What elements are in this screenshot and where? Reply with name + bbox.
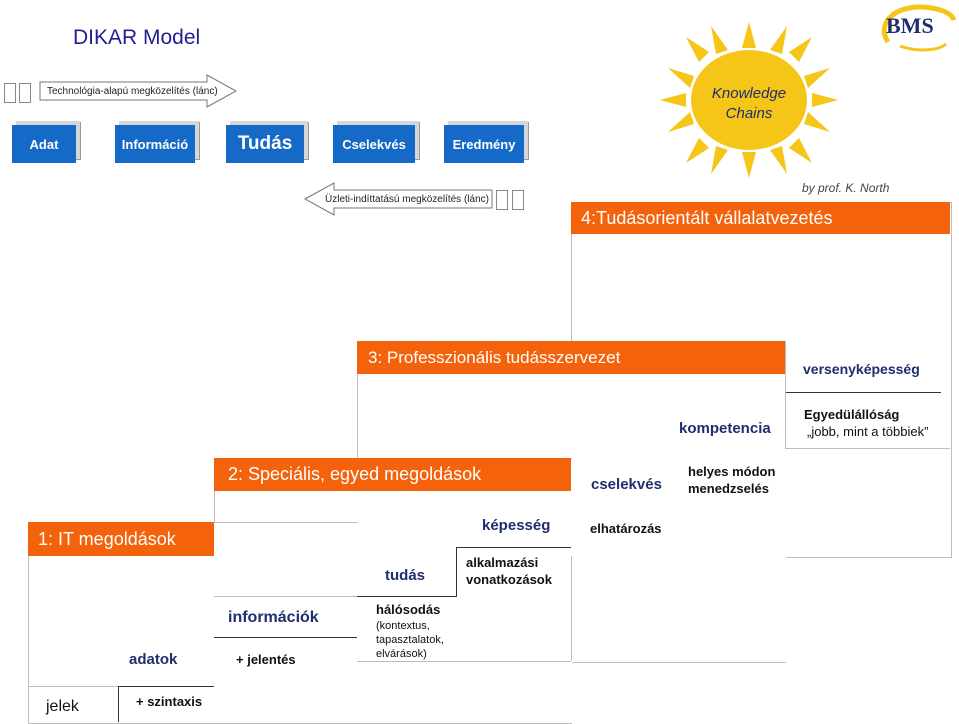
knowledge-label: tudás [385, 567, 426, 584]
divider [571, 556, 572, 661]
information-label: információk [228, 609, 319, 626]
chain-step-knowledge[interactable]: Tudás [226, 125, 304, 163]
text-line: alkalmazási [466, 555, 539, 570]
small-box-icon [512, 190, 524, 210]
better-than-others-label: „jobb, mint a többiek” [807, 424, 929, 439]
application-label: alkalmazási vonatkozások [466, 554, 552, 588]
chain-step-action[interactable]: Cselekvés [333, 125, 415, 163]
chain-step-label: Cselekvés [342, 136, 406, 152]
level-3-title: 3: Professzionális tudásszervezet [368, 347, 621, 367]
competitiveness-label: versenyképesség [803, 361, 920, 377]
divider [357, 661, 571, 662]
networking-label: hálósodás [376, 602, 441, 617]
separator-line [118, 686, 119, 722]
level-4-title: 4:Tudásorientált vállalatvezetés [581, 207, 833, 228]
sun-icon [660, 22, 838, 178]
sun-text-line: Chains [725, 105, 773, 122]
right-arrow-icon [39, 74, 238, 108]
chain-step-label: Eredmény [452, 136, 516, 152]
small-box-icon [4, 83, 16, 103]
plus-reporting-label: + jelentés [236, 652, 296, 667]
divider [785, 341, 786, 449]
knowledge-chains-label: Knowledge Chains [706, 84, 792, 124]
chain-step-label: Adat [29, 136, 59, 152]
level-1-header: 1: IT megoldások [28, 522, 214, 556]
divider [214, 596, 357, 597]
separator-line [456, 547, 457, 597]
small-box-icon [496, 190, 508, 210]
level-1-title: 1: IT megoldások [38, 528, 176, 549]
level-2-header: 2: Speciális, egyed megoldások [214, 458, 571, 491]
technology-approach-label: Technológia-alapú megközelítés (lánc) [47, 86, 218, 97]
text-line: menedzselés [688, 481, 769, 496]
text-line: helyes módon [688, 464, 776, 479]
text-line: (kontextus, [376, 620, 430, 632]
author-credit: by prof. K. North [802, 181, 890, 195]
divider [785, 448, 950, 449]
uniqueness-label: Egyedülállóság [804, 407, 900, 422]
plus-syntax-label: + szintaxis [136, 694, 203, 709]
separator-line [214, 637, 357, 638]
small-box-icon [19, 83, 31, 103]
networking-detail: (kontextus, tapasztalatok, elvárások) [376, 619, 444, 661]
chain-step-information[interactable]: Információ [115, 125, 195, 163]
chain-step-label: Tudás [237, 133, 293, 154]
text-line: vonatkozások [466, 572, 552, 587]
chain-step-label: Információ [121, 136, 189, 152]
separator-line [456, 547, 571, 548]
signs-label: jelek [46, 698, 79, 715]
competence-label: kompetencia [679, 420, 771, 437]
sun-text-line: Knowledge [711, 85, 787, 102]
level-3-header: 3: Professzionális tudásszervezet [357, 341, 785, 374]
bms-logo-text: BMS [886, 13, 934, 38]
left-arrow-icon [304, 182, 493, 216]
business-approach-label: Üzleti-indíttatású megközelítés (lánc) [325, 194, 489, 205]
level-4-header: 4:Tudásorientált vállalatvezetés [571, 202, 950, 234]
text-line: tapasztalatok, [376, 634, 444, 646]
bms-logo-icon [881, 4, 956, 52]
level-2-title: 2: Speciális, egyed megoldások [228, 464, 482, 484]
text-line: elvárások) [376, 648, 427, 660]
proper-management-label: helyes módon menedzselés [688, 463, 775, 497]
page-title: DIKAR Model [73, 26, 201, 49]
separator-line [118, 686, 214, 687]
ability-label: képesség [482, 517, 551, 534]
separator-line [357, 596, 456, 597]
action-label: cselekvés [591, 476, 662, 493]
decision-label: elhatározás [590, 521, 662, 536]
separator-line [786, 392, 941, 393]
chain-step-data[interactable]: Adat [12, 125, 76, 163]
chain-step-result[interactable]: Eredmény [444, 125, 524, 163]
data-label: adatok [129, 651, 178, 668]
